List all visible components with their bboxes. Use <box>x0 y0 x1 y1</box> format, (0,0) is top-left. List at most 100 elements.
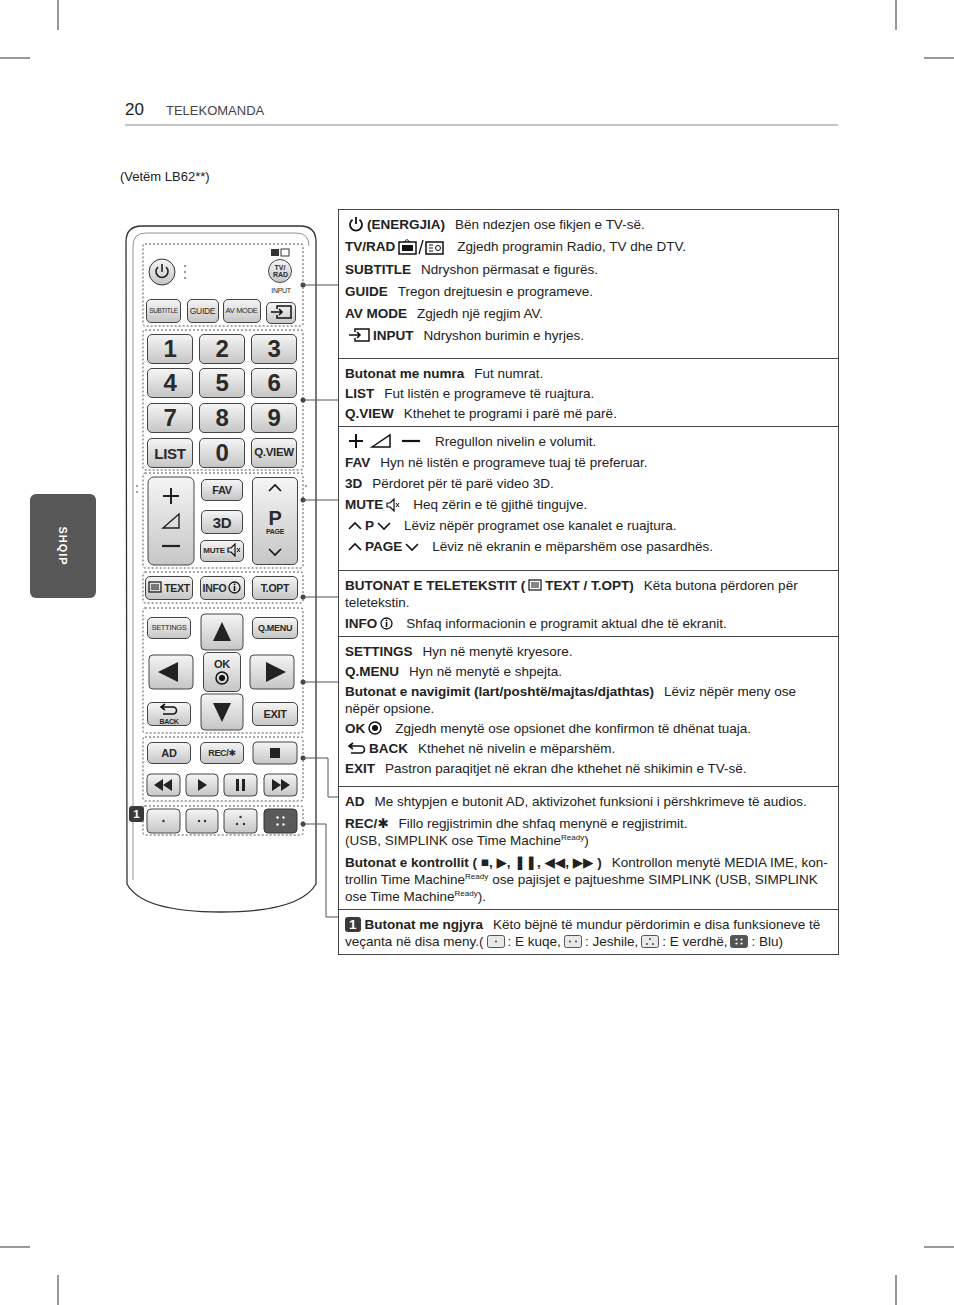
tvrad-symbol <box>398 239 444 255</box>
description-row: 1Butonat me ngjyraKëto bëjnë të mundur p… <box>338 909 839 955</box>
button-label: TV/ RAD <box>273 264 287 278</box>
description: Kthehet në nivelin e mëparshëm. <box>418 741 615 756</box>
button-name: OK <box>345 721 365 736</box>
tt-icon <box>528 579 542 591</box>
button-label: SUBTITLE <box>149 308 178 315</box>
button-label: 4 <box>163 371 176 395</box>
mute-symbol <box>227 543 241 557</box>
leader-dots <box>301 283 306 827</box>
header-text: TELEKOMANDA <box>166 103 264 118</box>
remote-button: 1 <box>147 334 193 364</box>
playback-buttons <box>147 742 297 796</box>
button-name: P <box>365 518 374 533</box>
ok-icon <box>215 671 229 685</box>
row-item: INPUTNdryshon burimin e hyrjes. <box>345 327 832 344</box>
button-label: SETTINGS <box>151 624 186 632</box>
row-item: BUTONAT E TELETEKSTIT (TEXT / T.OPT)Këta… <box>345 577 832 611</box>
button-name: Q.MENU <box>345 664 399 679</box>
button-label: AD <box>161 748 176 759</box>
button-label: LIST <box>154 446 185 461</box>
remote-button: 3 <box>251 334 297 364</box>
up-symbol <box>268 483 282 493</box>
description: Hyn në menytë kryesore. <box>423 644 573 659</box>
c3-icon <box>641 935 659 948</box>
remote-button: EXIT <box>252 702 298 726</box>
description: : Jeshile, <box>585 934 638 949</box>
description: Zgjedh programin Radio, TV dhe DTV. <box>457 239 686 254</box>
back-icon <box>348 742 366 754</box>
row-item: GUIDE Tregon drejtuesin e programeve. <box>345 283 832 300</box>
down-symbol <box>405 542 419 552</box>
remote-button: 2 <box>199 334 245 364</box>
button-name: INPUT <box>373 328 414 343</box>
button-name: GUIDE <box>345 284 388 299</box>
button-heading: INPUT <box>271 287 291 294</box>
remote-button: LIST <box>147 438 193 468</box>
button-label: TEXT <box>164 583 190 594</box>
description: Zgjedh menytë ose opsionet dhe konfirmon… <box>395 721 751 736</box>
header-rule <box>125 125 838 126</box>
up-icon <box>348 542 362 552</box>
description: Bën ndezjen ose fikjen e TV-së. <box>455 217 645 232</box>
remote-button: 8 <box>199 403 245 433</box>
button-name: 3D <box>345 476 362 491</box>
input-symbol <box>348 328 370 342</box>
button-name: Butonat me ngjyra <box>365 917 484 932</box>
description-row: SETTINGS Hyn në menytë kryesore. Q.MENUHyn… <box>338 636 839 787</box>
button-name: Butonat e kontrollit ( ■, ▶, ❚❚, ◀◀, ▶▶ … <box>345 855 602 870</box>
down-icon <box>405 542 419 552</box>
leader-line <box>303 285 338 286</box>
row-item: Butonat e navigimit (lart/poshtë/majtas/… <box>345 683 832 717</box>
button-name: BUTONAT E TELETEKSTIT ( <box>345 578 525 593</box>
button-label: 7 <box>163 406 176 430</box>
remote-button: Q.VIEW <box>251 438 297 468</box>
button-label: 8 <box>215 406 228 430</box>
row-item: PAGELëviz në ekranin e mëparshëm ose pas… <box>345 538 832 555</box>
power-symbol <box>348 216 364 232</box>
description-row: Rregullon nivelin e volumit.FAVHyn në li… <box>338 426 839 571</box>
button-label: 0 <box>215 441 228 465</box>
info-symbol <box>228 581 241 594</box>
description-row: BUTONAT E TELETEKSTIT (TEXT / T.OPT)Këta… <box>338 570 839 637</box>
button-name: SETTINGS <box>345 644 413 659</box>
header-text: 20 <box>125 100 144 120</box>
leader-line <box>303 400 338 401</box>
mute-icon <box>386 498 400 512</box>
row-item: Q.MENUHyn në menytë e shpejta. <box>345 663 832 680</box>
button-label: 1 <box>163 337 176 361</box>
description: Kthehet te programi i parë më parë. <box>404 406 617 421</box>
row-item: 1Butonat me ngjyraKëto bëjnë të mundur p… <box>345 916 832 950</box>
button-name: Q.VIEW <box>345 406 394 421</box>
leader-line <box>303 500 338 501</box>
button-name: REC/✱ <box>345 816 389 831</box>
button-label: FAV <box>212 485 232 496</box>
c3-symbol <box>641 935 659 948</box>
superscript: Ready <box>465 872 488 881</box>
info-symbol <box>380 617 393 630</box>
c4-symbol <box>730 935 748 948</box>
power-button <box>149 259 186 285</box>
c1-symbol <box>487 935 505 948</box>
c2-symbol <box>564 935 582 948</box>
tt-symbol <box>528 579 542 591</box>
description: ) <box>584 833 589 848</box>
description: Tregon drejtuesin e programeve. <box>398 284 593 299</box>
description-row: ADMe shtypjen e butonit AD, aktivizohet … <box>338 786 839 910</box>
button-label: MUTE <box>203 547 224 555</box>
description: ). <box>478 889 486 904</box>
row-item: Butonat me numraFut numrat. <box>345 365 832 382</box>
description: Fillo regjistrimin dhe shfaq menynë e re… <box>399 816 688 831</box>
leader-line <box>303 597 338 598</box>
input-icon <box>348 328 370 342</box>
button-name: MUTE <box>345 497 383 512</box>
remote-button: TV/ RAD <box>268 259 292 283</box>
remote-body <box>126 226 316 912</box>
row-item: (ENERGJIA)Bën ndezjen ose fikjen e TV-së… <box>345 216 832 233</box>
down-icon <box>268 547 282 557</box>
tt-icon <box>148 581 162 593</box>
button-name: TEXT / T.OPT) <box>545 578 634 593</box>
info-icon <box>380 617 393 630</box>
button-groups <box>143 244 303 835</box>
